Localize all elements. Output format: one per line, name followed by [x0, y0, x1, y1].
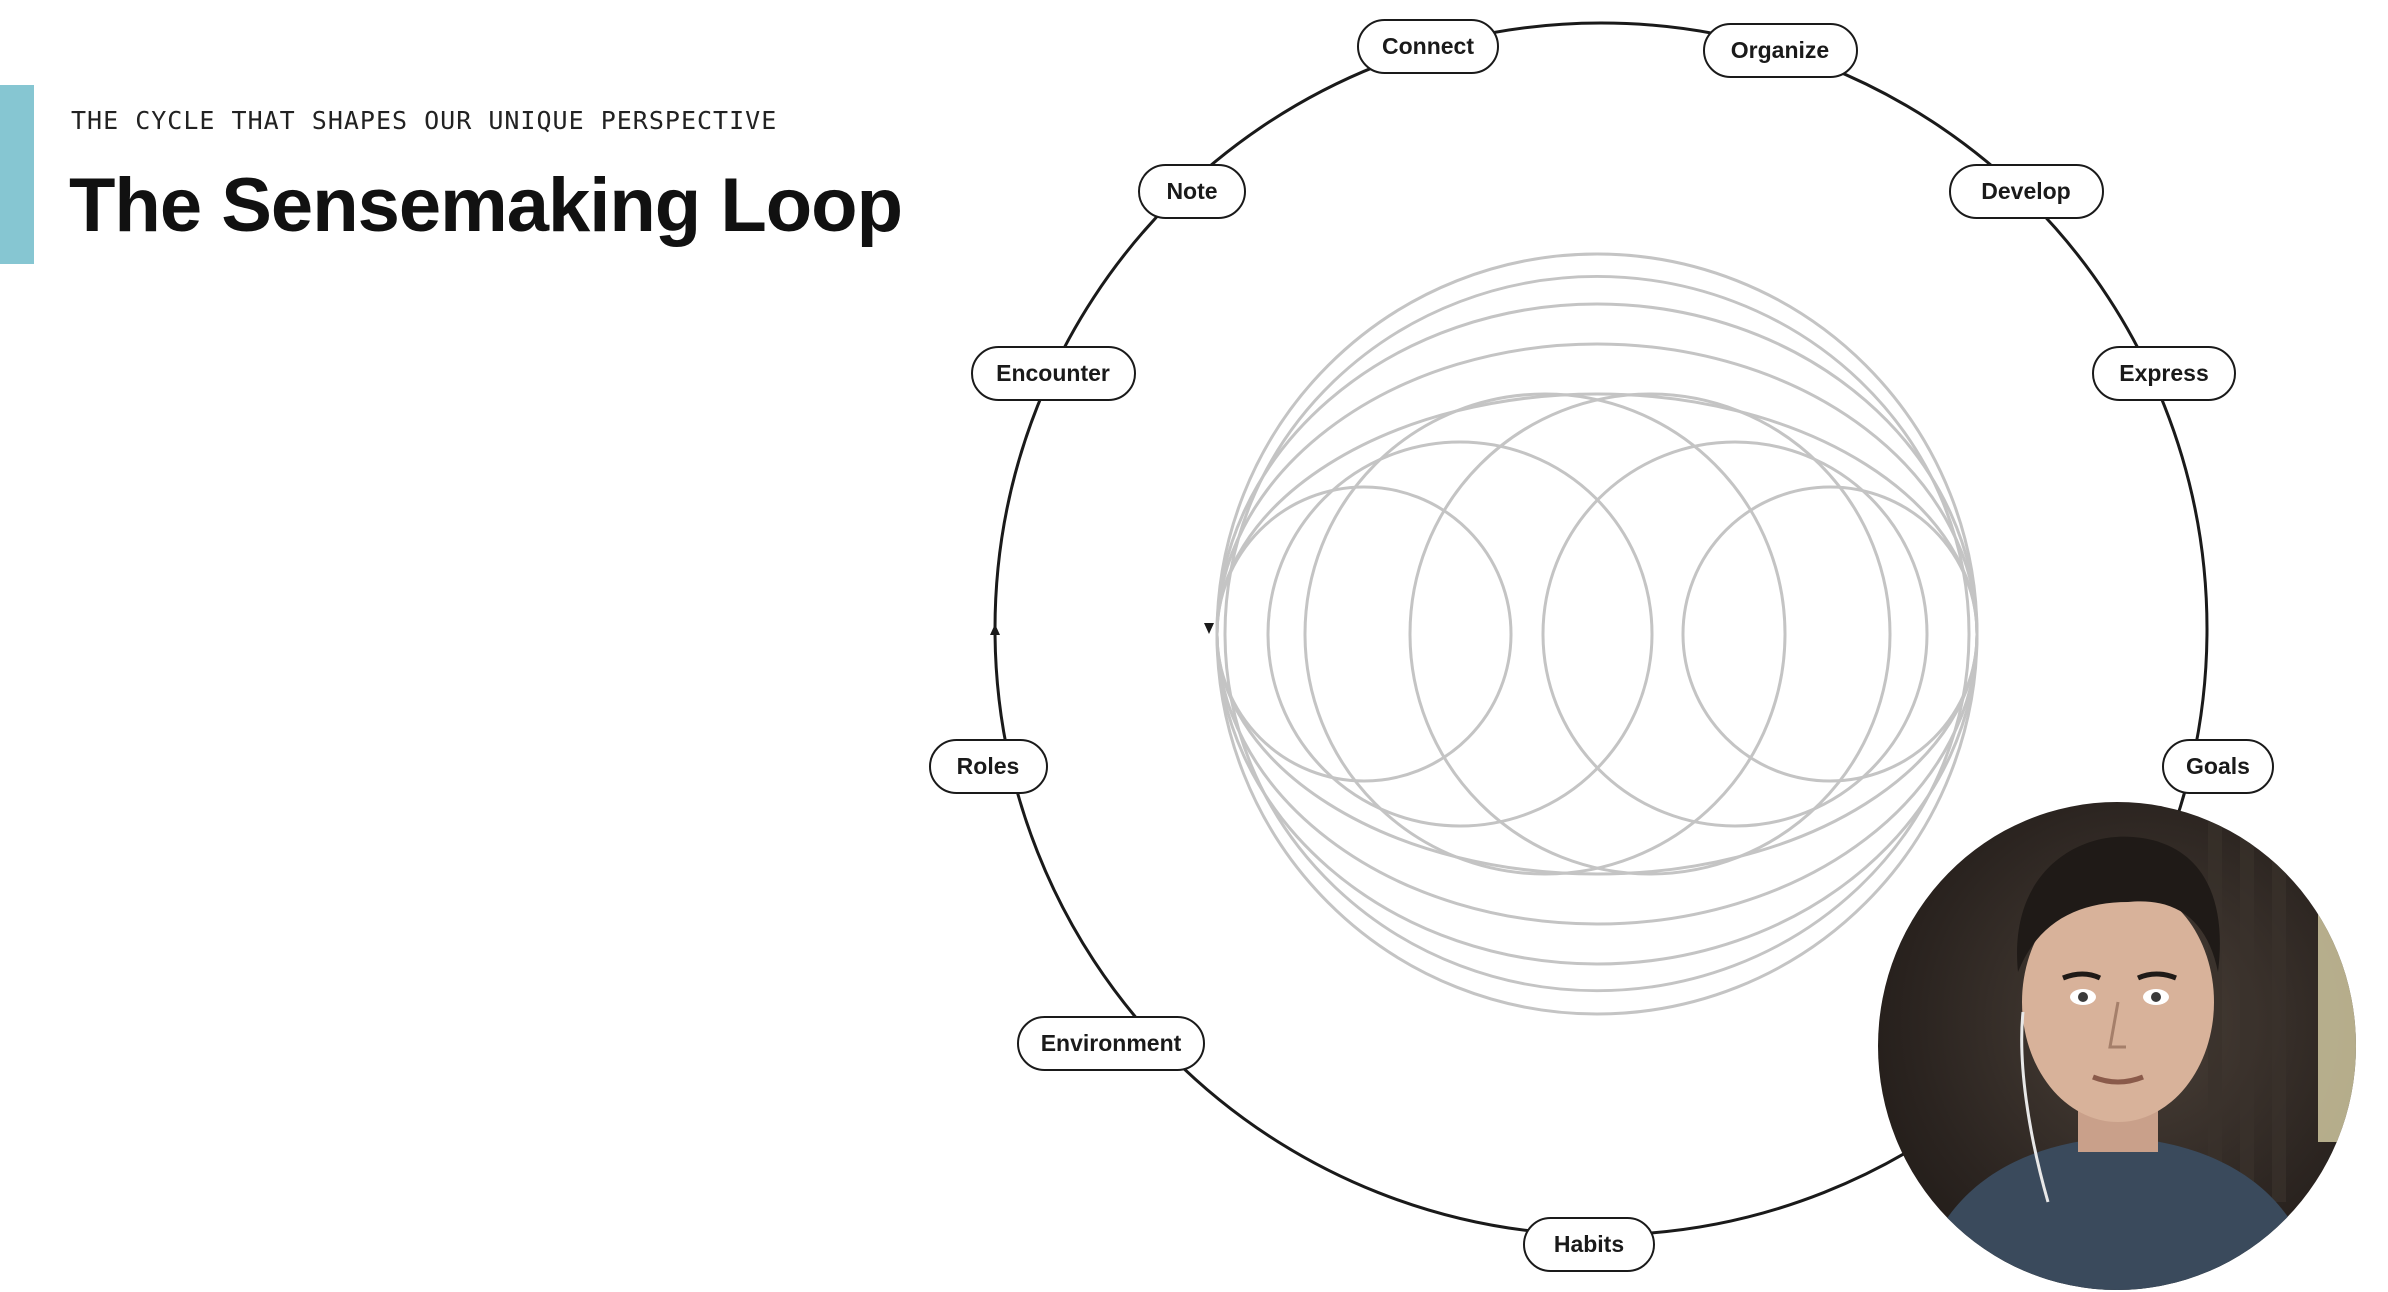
inner-circle — [1215, 302, 1979, 966]
inner-circles — [1215, 252, 1979, 1016]
slide-title: The Sensemaking Loop — [69, 163, 903, 248]
loop-node-organize: Organize — [1703, 23, 1858, 78]
inner-circle — [1223, 275, 1971, 993]
accent-bar — [0, 85, 34, 264]
inner-circle — [1215, 252, 1979, 1016]
inner-circle — [1266, 440, 1654, 828]
node-label: Roles — [957, 753, 1020, 779]
inner-circle — [1681, 485, 1979, 783]
loop-node-note: Note — [1138, 164, 1246, 219]
loop-node-express: Express — [2092, 346, 2236, 401]
inner-circle — [1215, 342, 1979, 926]
loop-node-goals: Goals — [2162, 739, 2274, 794]
inner-circle — [1303, 392, 1787, 876]
node-label: Organize — [1731, 37, 1829, 63]
node-label: Note — [1166, 178, 1217, 204]
slide-eyebrow: THE CYCLE THAT SHAPES OUR UNIQUE PERSPEC… — [71, 106, 778, 135]
arrow-down-icon — [1204, 623, 1214, 634]
loop-node-environment: Environment — [1017, 1016, 1205, 1071]
presenter-webcam — [1878, 802, 2356, 1290]
inner-circle — [1215, 392, 1979, 876]
loop-node-encounter: Encounter — [971, 346, 1136, 401]
arrow-up-icon — [990, 624, 1000, 635]
inner-circle — [1215, 485, 1513, 783]
presenter-icon — [1918, 822, 2356, 1290]
inner-circle — [1408, 392, 1892, 876]
node-label: Environment — [1041, 1030, 1182, 1056]
node-label: Habits — [1554, 1231, 1624, 1257]
node-label: Encounter — [996, 360, 1110, 386]
node-label: Express — [2119, 360, 2209, 386]
node-label: Goals — [2186, 753, 2250, 779]
loop-node-develop: Develop — [1949, 164, 2104, 219]
inner-circle — [1541, 440, 1929, 828]
loop-node-roles: Roles — [929, 739, 1048, 794]
node-label: Develop — [1981, 178, 2070, 204]
loop-node-connect: Connect — [1357, 19, 1499, 74]
loop-node-habits: Habits — [1523, 1217, 1655, 1272]
node-label: Connect — [1382, 33, 1474, 59]
